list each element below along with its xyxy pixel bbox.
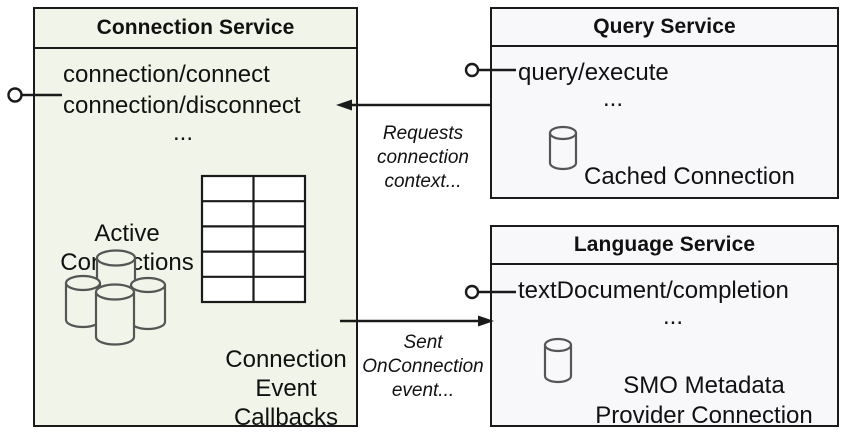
connection-service-ellipsis: ...: [172, 119, 193, 146]
language-service-body: textDocument/completion ... SMO Metadata…: [492, 265, 837, 429]
component-query-service[interactable]: Query Service query/execute ... Cached C…: [490, 7, 839, 199]
component-language-service[interactable]: Language Service textDocument/completion…: [490, 225, 839, 429]
language-service-title: Language Service: [492, 227, 837, 265]
connector-connection-to-language-arrow: [340, 315, 494, 327]
smo-metadata-provider-connection-label: SMO Metadata Provider Connection: [595, 372, 813, 429]
component-connection-service[interactable]: Connection Service connection/connect co…: [33, 7, 358, 431]
query-service-ellipsis: ...: [602, 85, 623, 112]
active-connections-label: Active Connections: [60, 220, 194, 276]
language-service-ellipsis: ...: [662, 303, 683, 330]
connector-query-to-connection-arrow: [336, 99, 490, 111]
connection-service-body: connection/connect connection/disconnect…: [35, 49, 356, 431]
query-service-body: query/execute ... Cached Connection: [492, 47, 837, 197]
connector-label-requests-connection-context: Requests connection context...: [377, 123, 469, 192]
connection-service-title: Connection Service: [35, 9, 356, 49]
connector-label-sent-onconnection-event: Sent OnConnection event...: [362, 332, 484, 401]
connection-event-callbacks-label: Connection Event Callbacks: [225, 346, 347, 431]
connection-service-operations: connection/connect connection/disconnect: [63, 61, 301, 119]
language-service-operations: textDocument/completion: [518, 277, 789, 304]
query-service-operations: query/execute: [518, 59, 669, 86]
cached-connection-label: Cached Connection: [584, 163, 795, 190]
query-service-title: Query Service: [492, 9, 837, 47]
